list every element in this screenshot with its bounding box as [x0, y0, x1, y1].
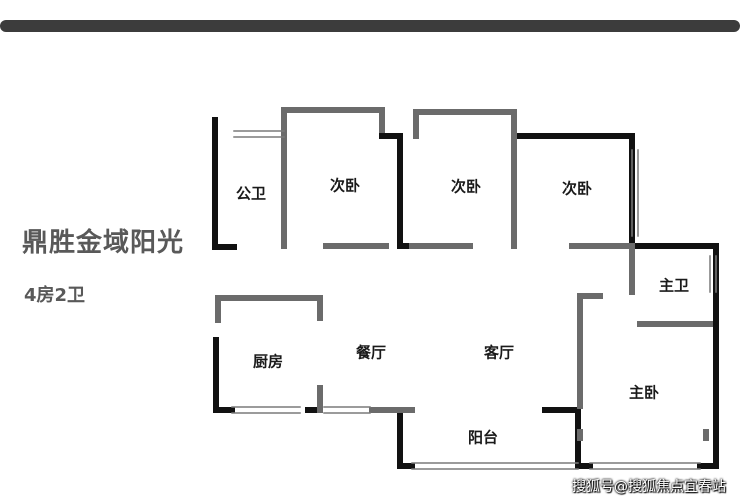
room-label-public-bath: 公卫	[235, 184, 267, 203]
structural-walls	[212, 117, 719, 469]
room-label-master-bath: 主卫	[658, 276, 690, 295]
window-kitchen	[231, 406, 301, 414]
wall-balcony-left	[397, 407, 415, 469]
wall-master-bath-left	[569, 243, 635, 295]
room-label-balcony: 阳台	[467, 428, 499, 447]
room-label-dining: 餐厅	[355, 343, 387, 362]
room-label-bedroom-1: 次卧	[329, 176, 361, 195]
layout-subtitle: 4房2卫	[24, 285, 86, 306]
room-label-bedroom-3: 次卧	[561, 179, 593, 198]
room-label-living: 客厅	[483, 343, 515, 362]
window-dining	[323, 406, 371, 414]
header-divider-bar	[0, 20, 740, 32]
wall-bedroom-divider	[379, 133, 413, 249]
wall-bedroom2-right	[413, 109, 517, 249]
window-public-bath	[233, 130, 285, 138]
room-label-kitchen: 厨房	[252, 352, 284, 371]
window-master	[589, 462, 701, 470]
room-label-master-bedroom: 主卧	[628, 383, 660, 402]
window-master-bath	[709, 255, 717, 293]
window-bedroom3	[631, 149, 639, 237]
wall-bedroom1-top	[281, 107, 385, 133]
partition-walls	[215, 107, 713, 441]
room-label-bedroom-2: 次卧	[450, 177, 482, 196]
wall-public-bath-left	[212, 117, 237, 250]
project-title: 鼎胜金域阳光	[22, 228, 185, 258]
windows	[231, 130, 717, 470]
wall-balcony-right	[542, 407, 593, 469]
wall-master-right	[633, 243, 719, 469]
wall-kitchen-left	[213, 337, 235, 413]
window-balcony	[411, 462, 579, 470]
watermark-text: 搜狐号@搜狐焦点宜春站	[572, 479, 726, 495]
